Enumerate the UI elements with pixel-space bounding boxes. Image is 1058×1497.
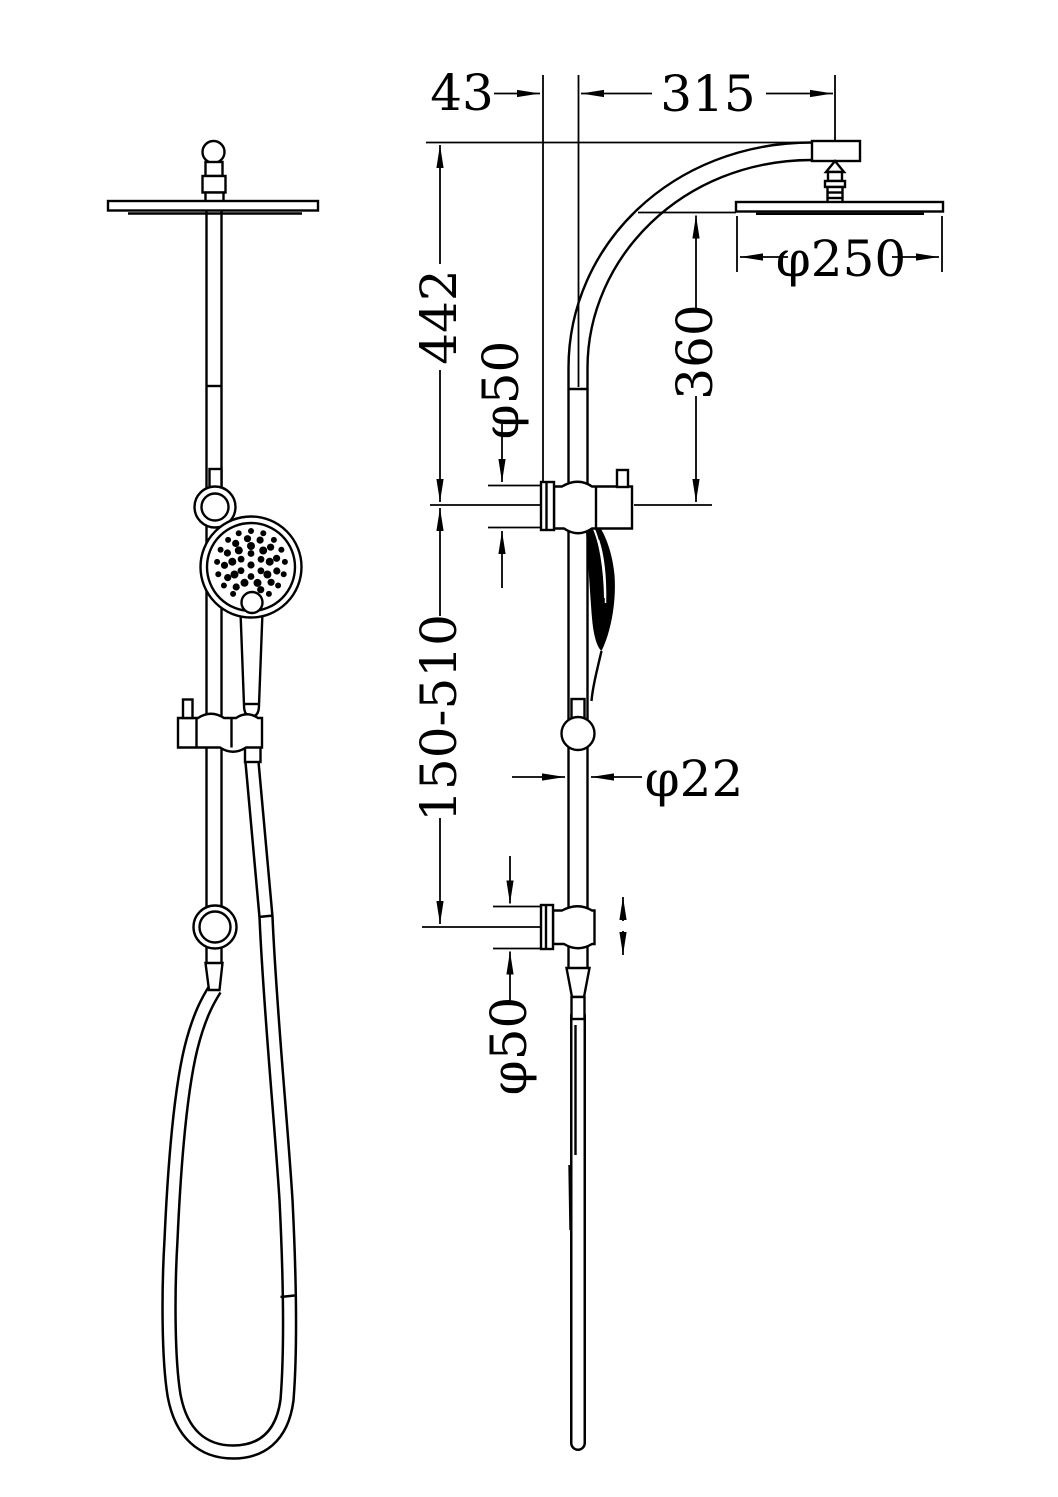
- slider-knob-side: [560, 697, 596, 752]
- shower-rail-side: [567, 387, 589, 968]
- handshower-head-front: [199, 515, 303, 619]
- dim-wall-offset: 43: [430, 64, 540, 122]
- shower-hose-side: [568, 1008, 586, 1451]
- dim-label-wall-offset: 43: [430, 64, 494, 122]
- side-view: [539, 75, 945, 1451]
- hose-connector-side: [570, 995, 586, 1021]
- arm-end-block: [810, 139, 862, 163]
- neck-connector-front: [201, 160, 227, 204]
- holder-lock-pin-front: [181, 698, 194, 720]
- dim-label-top-bracket-diameter: φ50: [472, 341, 530, 440]
- ball-joint-side: [823, 159, 847, 205]
- front-view: [106, 139, 320, 1460]
- dim-label-arm-projection: 315: [660, 65, 755, 123]
- top-wall-bracket-side: [539, 468, 634, 535]
- handshower-side: [585, 515, 615, 702]
- dim-label-rail-diameter: φ22: [645, 750, 744, 808]
- dim-arm-projection: 315: [581, 65, 833, 123]
- dim-label-bottom-bracket-diameter: φ50: [480, 997, 538, 1096]
- bottom-escutcheon-front: [192, 904, 238, 950]
- dim-bracket-slide-range: 150-510: [410, 508, 540, 928]
- slider-holder-front: [176, 698, 264, 753]
- dim-rail-diameter: φ22: [512, 750, 743, 808]
- dim-label-head-to-bracket: 360: [666, 304, 724, 399]
- handshower-handle-side: [590, 650, 603, 702]
- overhead-shower-side: [734, 200, 945, 216]
- dim-bottom-bracket-diameter: φ50: [480, 856, 541, 1095]
- dimensions: 43 315 442 φ50 360: [410, 64, 943, 1095]
- bracket-pin-side: [615, 468, 630, 489]
- dim-label-bracket-slide-range: 150-510: [410, 614, 468, 822]
- dim-head-to-bracket: 360: [638, 211, 736, 502]
- dim-overhead-diameter: φ250: [736, 216, 943, 288]
- ball-joint-front: [201, 139, 226, 165]
- wall-bracket-ring-front: [193, 485, 237, 529]
- handshower-handle-front: [239, 610, 264, 718]
- shower-hose-front: [161, 761, 298, 1460]
- spray-nozzle-dots: [214, 528, 288, 597]
- hose-joint-tick: [258, 914, 274, 919]
- handshower-mode-button-front: [240, 590, 264, 615]
- overhead-shower-front: [106, 199, 320, 215]
- bottom-wall-bracket-side: [539, 903, 596, 951]
- rail-outlet-cone-front: [204, 961, 224, 992]
- dim-label-overhead-diameter: φ250: [776, 230, 906, 288]
- hose-joint-tick: [280, 1294, 295, 1299]
- rail-outlet-cone-side: [565, 966, 591, 999]
- dim-top-bracket-diameter: φ50: [472, 341, 541, 588]
- dim-arm-to-bracket-drop: 442: [410, 145, 468, 502]
- dim-label-arm-to-bracket-drop: 442: [410, 269, 468, 364]
